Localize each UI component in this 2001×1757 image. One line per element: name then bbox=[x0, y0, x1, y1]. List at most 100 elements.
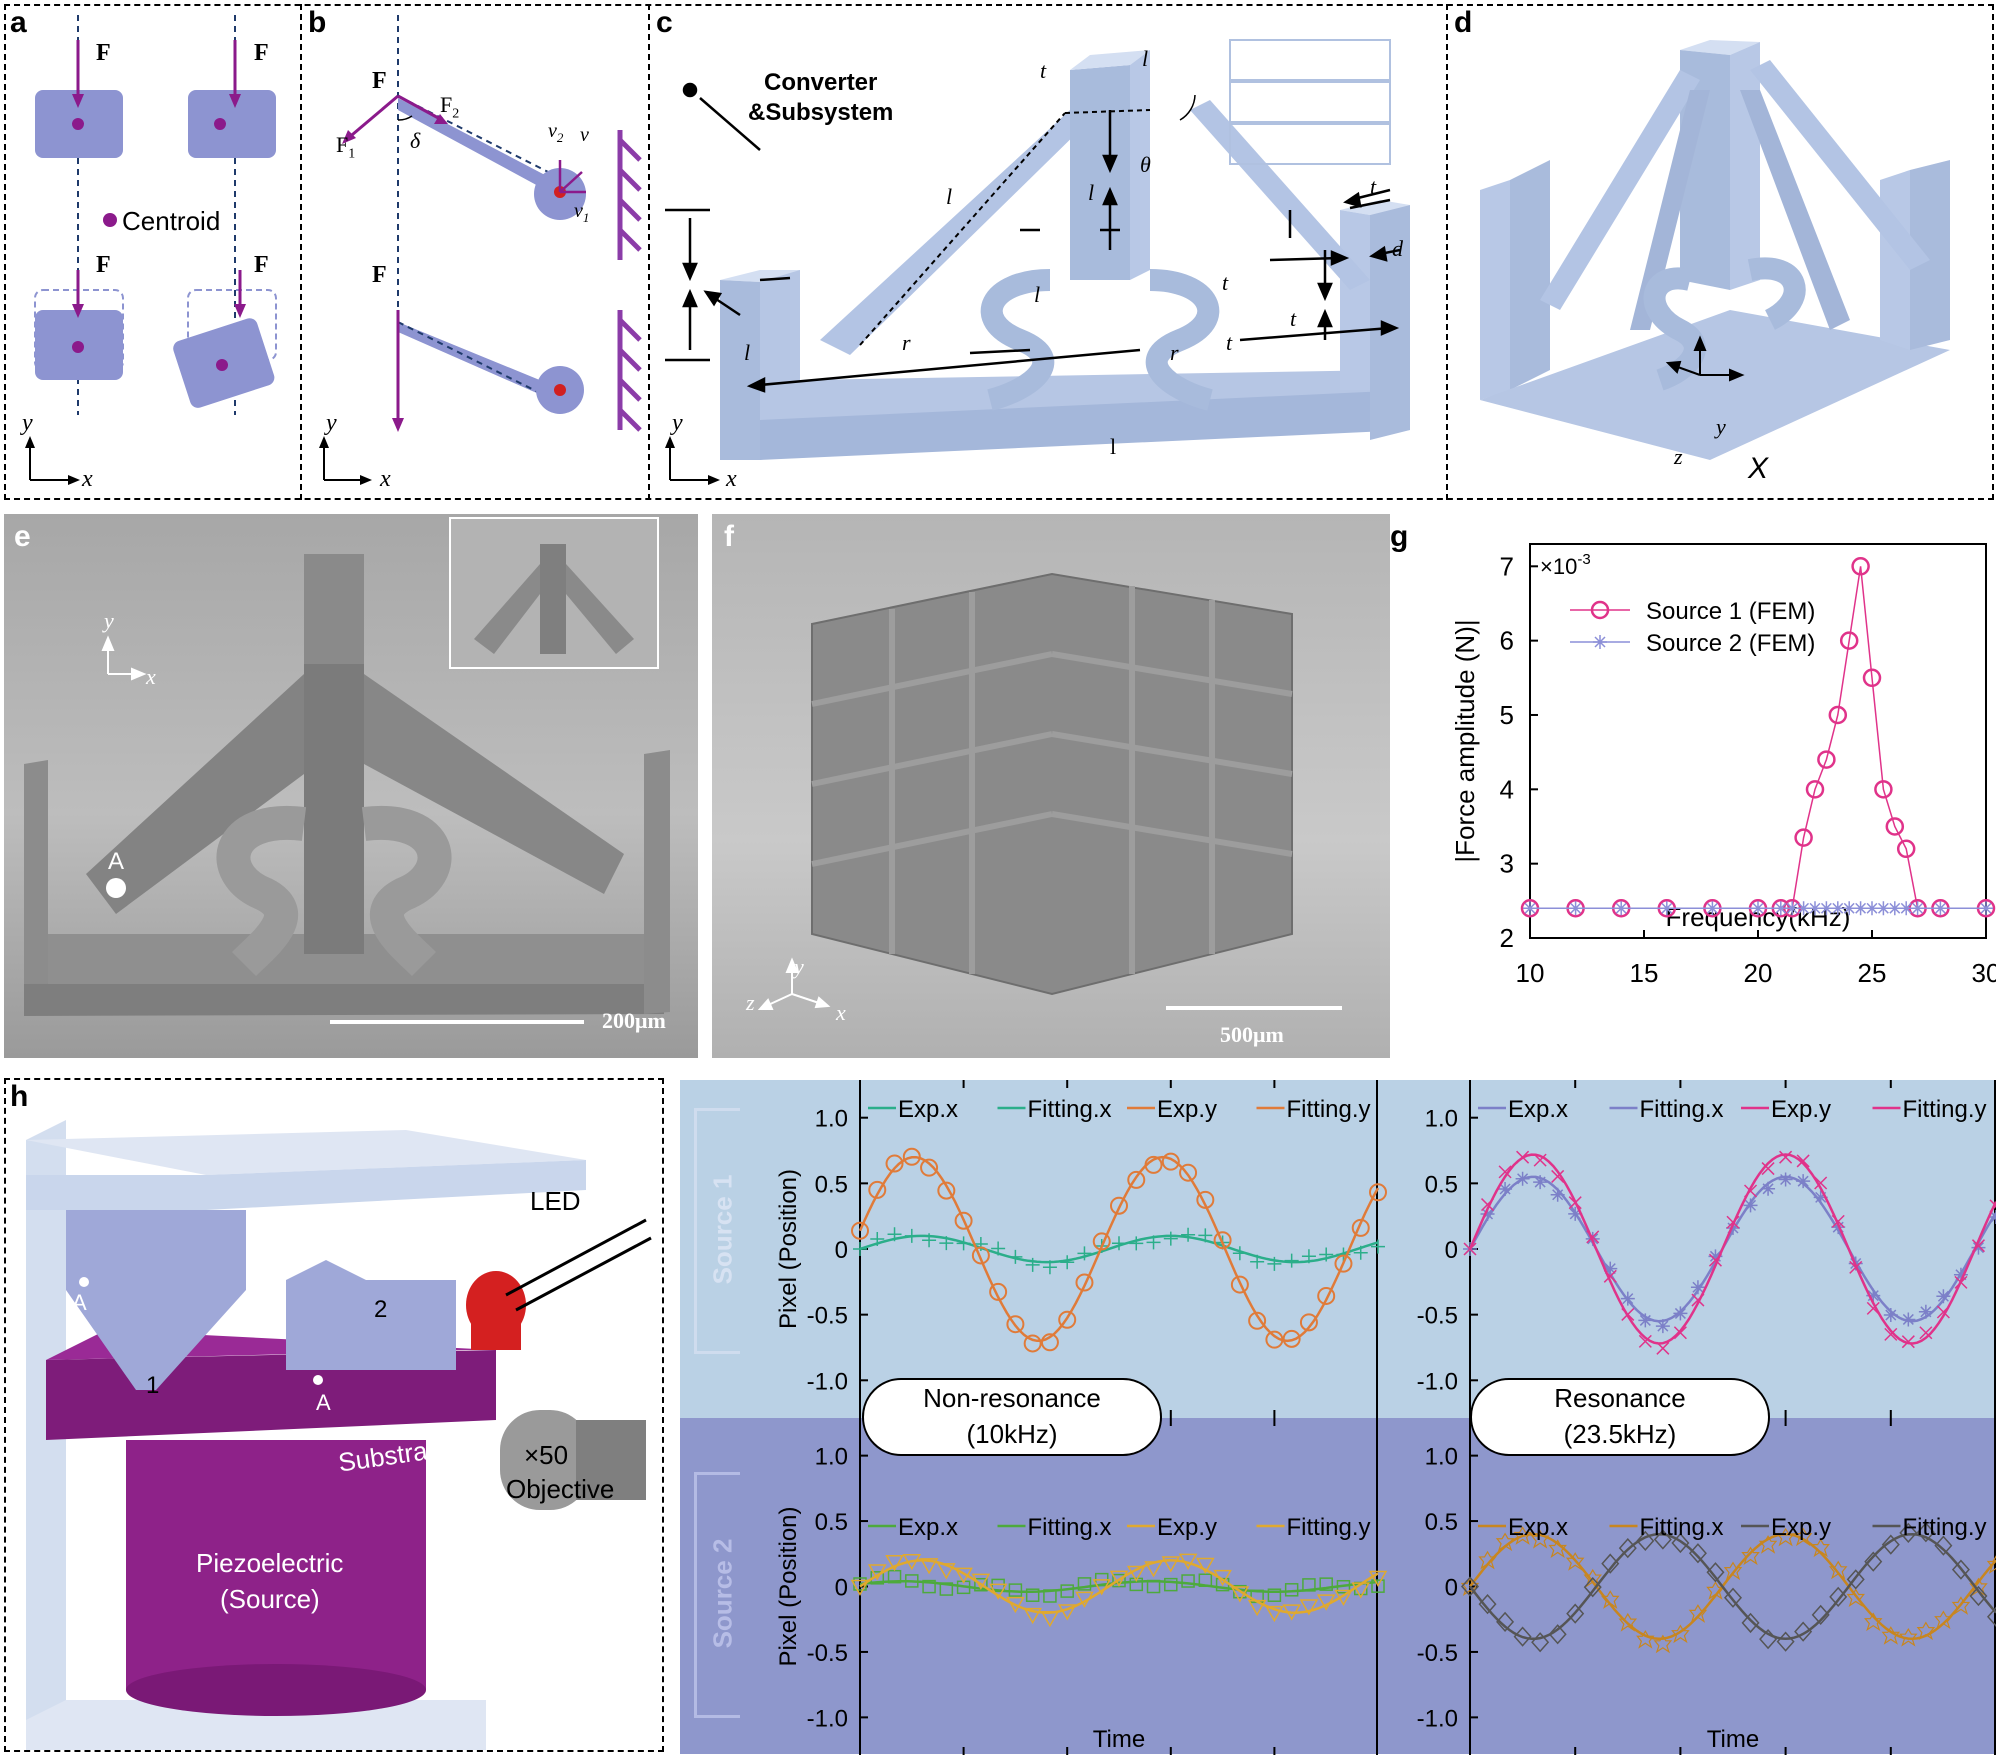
source1-res-exp-x bbox=[1550, 1187, 1565, 1202]
source1-res-exp-y bbox=[1954, 1275, 1968, 1289]
source2-res-exp-x bbox=[1478, 1550, 1497, 1570]
y-axis-label: Pixel (Position) bbox=[775, 1169, 802, 1329]
source2-nonres-exp-y bbox=[1247, 1599, 1267, 1617]
source1-nonres-exp-x bbox=[853, 1242, 867, 1256]
source2-nonres-exp-x bbox=[1319, 1577, 1333, 1591]
y-tick-label: 5 bbox=[1500, 700, 1514, 730]
source1-res-exp-x bbox=[1813, 1190, 1828, 1205]
source1-nonres-exp-y bbox=[851, 1221, 869, 1240]
series1-point bbox=[1896, 839, 1916, 859]
source1-res-exp-x bbox=[1901, 1312, 1916, 1327]
source1-nonres-exp-x bbox=[1267, 1256, 1282, 1271]
source2-res-exp-x bbox=[1723, 1561, 1743, 1581]
res-pill: Resonance(23.5kHz) bbox=[1470, 1378, 1770, 1456]
y-axis-label: |Force amplitude (N)| bbox=[1450, 619, 1480, 862]
y-tick-label: -0.5 bbox=[807, 1640, 848, 1667]
dim-l5: l bbox=[1110, 434, 1117, 459]
source1-res-exp-x bbox=[1708, 1249, 1723, 1264]
panel-h-mag: ×50 bbox=[524, 1440, 569, 1470]
source1-res-exp-y bbox=[1656, 1341, 1670, 1355]
panel-f-axis-y: y bbox=[794, 954, 804, 979]
y-tick-label: 1.0 bbox=[815, 1106, 848, 1133]
source1-res-exp-y bbox=[1708, 1253, 1723, 1267]
panel-a-figure bbox=[25, 15, 277, 485]
source2-res-exp-y bbox=[1881, 1534, 1900, 1555]
dim-d: d bbox=[1392, 236, 1403, 261]
label-a: a bbox=[10, 6, 27, 39]
source2-res-exp-y bbox=[1951, 1559, 1970, 1580]
source2-res-exp-y bbox=[1706, 1562, 1725, 1583]
source1-res-exp-x bbox=[1690, 1280, 1705, 1295]
sem-image-f: y z x 500μm bbox=[712, 514, 1390, 1058]
source1-res-exp-x bbox=[1638, 1313, 1653, 1328]
source1-res-exp-x bbox=[1620, 1291, 1635, 1306]
source2-res-exp-x bbox=[1495, 1532, 1515, 1552]
panel-a-force-4: F bbox=[254, 252, 269, 278]
divider-cd bbox=[1446, 4, 1448, 500]
source1-nonres-exp-y bbox=[1023, 1334, 1042, 1353]
dim-l2: l bbox=[1142, 46, 1149, 71]
source1-res-exp-x bbox=[1883, 1308, 1898, 1323]
source1-nonres-exp-x bbox=[922, 1233, 937, 1248]
label-e: e bbox=[14, 520, 31, 553]
source2-res-exp-y bbox=[1688, 1543, 1707, 1564]
legend-marker bbox=[1593, 635, 1607, 649]
source1-res-exp-y bbox=[1726, 1215, 1740, 1229]
source1-nonres-exp-y bbox=[902, 1147, 921, 1166]
source2-nonres-exp-x bbox=[1164, 1577, 1178, 1592]
source1-nonres-exp-y bbox=[954, 1211, 973, 1230]
source1-res-exp-y bbox=[1621, 1307, 1635, 1321]
legend-label: Exp.y bbox=[1771, 1514, 1831, 1541]
panel-b-force-f2: F2 bbox=[440, 92, 460, 122]
panel-a-centroid-label: Centroid bbox=[122, 206, 221, 236]
source1-nonres-exp-x bbox=[1353, 1245, 1368, 1260]
source2-nonres-exp-y bbox=[937, 1563, 956, 1580]
divider-bc bbox=[648, 4, 650, 500]
source1-nonres-exp-x bbox=[1198, 1228, 1213, 1243]
source2-res-exp-x bbox=[1811, 1538, 1830, 1558]
y-tick-label: 0.5 bbox=[1425, 1171, 1458, 1198]
x-tick-label: 10 bbox=[1516, 958, 1545, 988]
series2-point bbox=[1830, 901, 1845, 916]
series1-point bbox=[1839, 631, 1859, 650]
dim-t1: t bbox=[1040, 58, 1047, 83]
series2-point bbox=[1819, 901, 1834, 916]
source2-nonres-exp-y bbox=[1213, 1569, 1232, 1587]
panel-f-axis-z: z bbox=[746, 990, 755, 1015]
panel-b-v: v bbox=[580, 124, 589, 146]
source2-nonres-exp-x bbox=[922, 1579, 936, 1594]
panel-a-axis-y: y bbox=[22, 410, 33, 436]
panel-a-force-3: F bbox=[96, 252, 111, 278]
source1-res-exp-y bbox=[1971, 1239, 1986, 1253]
legend-label: Exp.x bbox=[1508, 1096, 1568, 1123]
source2-res-exp-y bbox=[1829, 1586, 1848, 1608]
y-tick-label: 7 bbox=[1500, 551, 1514, 581]
source2-res-exp-y bbox=[1794, 1621, 1813, 1642]
source1-res-exp-y bbox=[1919, 1326, 1933, 1340]
x-tick-label: 30 bbox=[1972, 958, 1996, 988]
source2-nonres-exp-x bbox=[939, 1582, 954, 1596]
source2-res-exp-y bbox=[1864, 1551, 1883, 1572]
panel-b-force-f1: F1 bbox=[336, 132, 356, 162]
source2-res-exp-y bbox=[1899, 1522, 1918, 1543]
source2-res-exp-x bbox=[1601, 1590, 1620, 1609]
source1-nonres-exp-y bbox=[1230, 1275, 1249, 1294]
panel-a-force-2: F bbox=[254, 40, 269, 66]
source2-nonres-exp-x bbox=[1025, 1588, 1040, 1602]
y-tick-label: 6 bbox=[1500, 626, 1514, 656]
source2-res-exp-y bbox=[1916, 1522, 1935, 1543]
legend-label: Fitting.x bbox=[1640, 1514, 1724, 1541]
source1-nonres-exp-x bbox=[904, 1228, 919, 1243]
panel-c-axis-x: x bbox=[726, 466, 737, 492]
panel-c-converter-label: Converter&Subsystem bbox=[748, 69, 894, 126]
source2-res-exp-y bbox=[1811, 1604, 1830, 1626]
source1-nonres-exp-x bbox=[1042, 1260, 1057, 1275]
source1-nonres-exp-y bbox=[1161, 1152, 1180, 1171]
y-tick-label: 0 bbox=[1445, 1237, 1458, 1264]
source2-nonres-exp-y bbox=[1144, 1561, 1163, 1578]
source1-nonres-fit-y bbox=[858, 1155, 1380, 1343]
source2-nonres-exp-y bbox=[971, 1573, 991, 1590]
panel-e-axis-x: x bbox=[146, 664, 156, 689]
y-tick-label: -0.5 bbox=[1417, 1640, 1458, 1667]
